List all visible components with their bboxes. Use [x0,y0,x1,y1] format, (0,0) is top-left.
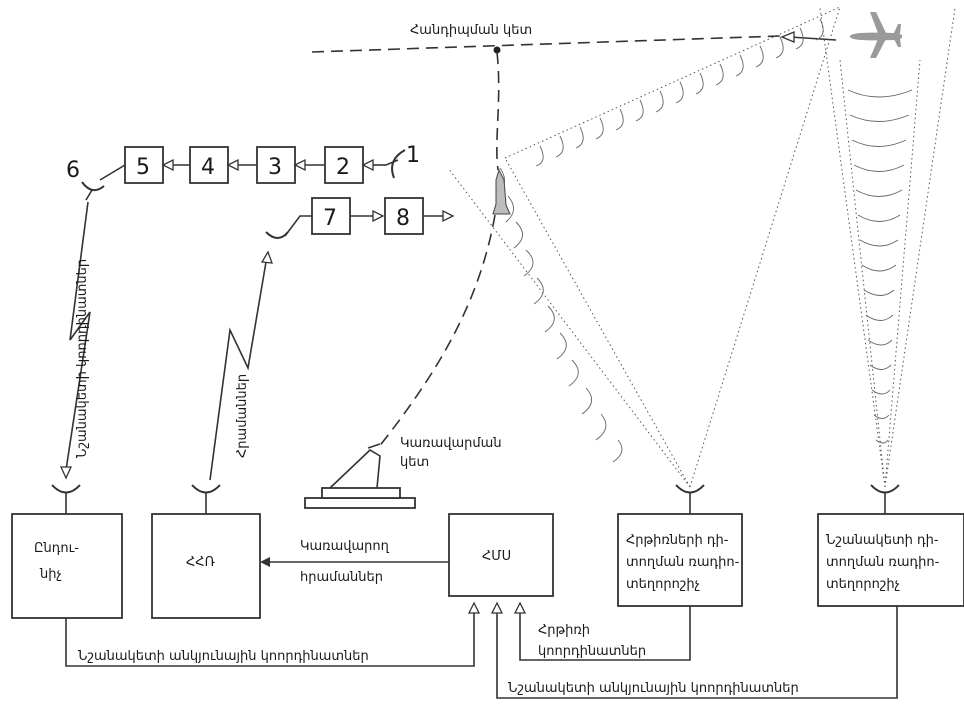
commands-link [209,261,267,481]
meeting-point-label: Հանդիպման կետ [410,23,532,38]
missile-radar-label-2: տողման ռադիո- [626,555,740,570]
target-path-line [311,35,781,53]
missile-lower-path [377,214,496,449]
block-7 [311,197,351,235]
block-5-number: 5 [136,155,150,180]
missile-radar-beam [447,6,841,488]
target-radar-to-hms-line [496,606,898,699]
chain-number-6: 6 [66,158,80,183]
commands-vertical-label: Հրամաններ [235,374,250,458]
missile-coords-label-2: կոորդինատներ [538,644,646,659]
control-commands-label-1: Կառավարող [300,539,390,554]
missile-upper-path [496,51,500,171]
airplane-icon [850,12,902,58]
antenna-6-icon [81,181,105,192]
receive-antenna-icon [391,149,406,179]
coordinator-label-1: Ընդու- [34,541,79,556]
target-radar-label-1: Նշանակետի դի- [826,533,939,548]
target-coords-link [65,201,91,471]
receive-chain: 5 4 3 2 1 6 [66,143,420,201]
missile-coords-label-1: Հրթիռի [538,623,590,638]
control-point-label-1: Կառավարման [400,436,502,451]
hms-box [448,513,554,597]
block-8-number: 8 [396,206,410,231]
control-commands-label-2: հրամաններ [300,570,383,585]
target-coords-vertical-label: Նշանակետի կոորդինատներ [75,259,90,458]
dish-antenna-icon [51,484,900,514]
target-radar-box [817,513,964,607]
missile-icon [492,168,511,215]
command-chain: 7 8 [265,197,455,239]
target-radar-beam [819,7,956,488]
coordinator-label-2: նիչ [39,567,62,582]
block-4-number: 4 [201,155,215,180]
missile-radar-to-hms-line [519,606,691,661]
block-8 [384,197,424,235]
hhr-label: ՀՀՌ [186,555,215,570]
block-2-number: 2 [336,155,350,180]
missile-radar-box [617,513,743,607]
block-3-number: 3 [268,155,282,180]
control-point-label-2: կետ [400,455,429,470]
meeting-point-dot [493,46,501,54]
target-radar-label-3: տեղորոշիչ [826,577,900,592]
chain-number-1: 1 [406,143,420,168]
hms-label: ՀՄՍ [482,549,511,564]
target-heading-line [789,36,837,41]
hhr-box [151,513,261,619]
target-angular-coords-label-2: Նշանակետի անկյունային կոորդինատներ [508,681,799,696]
missile-radar-label-3: տեղորոշիչ [626,577,700,592]
coordinator-to-hms-line [65,611,475,667]
target-direction-arrow [780,31,795,43]
coordinator-box [11,513,123,619]
launcher-icon [304,443,416,509]
command-antenna-icon [265,231,289,239]
block-7-number: 7 [323,206,337,231]
missile-radar-label-1: Հրթիռների դի- [626,533,729,548]
target-angular-coords-label-1: Նշանակետի անկյունային կոորդինատներ [78,649,369,664]
target-radar-label-2: տողման ռադիո- [826,555,940,570]
